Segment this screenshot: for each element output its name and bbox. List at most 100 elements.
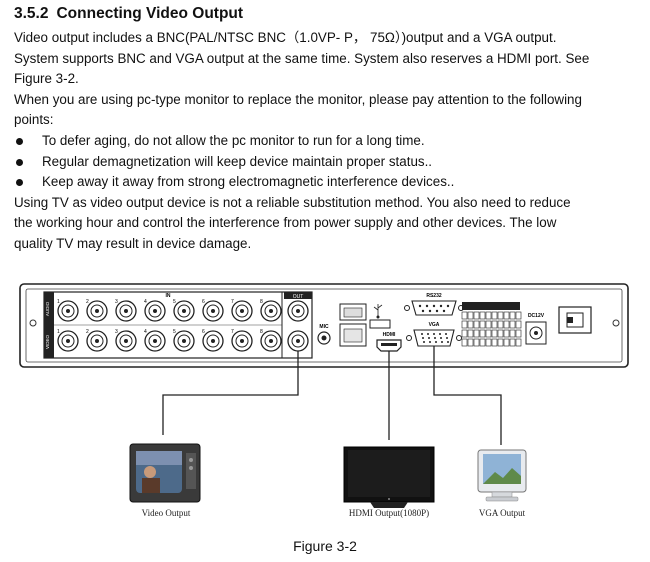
channel-number: 7 xyxy=(231,329,234,335)
section-body: Video output includes a BNC(PAL/NTSC BNC… xyxy=(14,28,644,255)
vga-label: VGA xyxy=(429,322,440,328)
pin xyxy=(421,309,425,313)
video-in-connector[interactable]: 4 xyxy=(144,329,166,352)
channel-number: 6 xyxy=(202,329,205,335)
bullet-item: Regular demagnetization will keep device… xyxy=(14,152,644,173)
audio-in-connector[interactable]: 8 xyxy=(260,299,282,322)
audio-in-connector[interactable]: 4 xyxy=(144,299,166,322)
video-cable xyxy=(162,351,299,435)
vga-pins xyxy=(421,333,449,343)
pin xyxy=(432,304,436,308)
video-in-connector[interactable]: 3 xyxy=(115,329,137,352)
bullet-list: To defer aging, do not allow the pc moni… xyxy=(14,131,644,193)
video-in-connector[interactable]: 7 xyxy=(231,329,253,352)
section-number: 3.5.2 xyxy=(14,5,49,22)
terminal-pin xyxy=(485,329,492,338)
terminal-pin xyxy=(509,329,516,338)
channel-number: 2 xyxy=(86,299,89,305)
audio-in-connector[interactable]: 5 xyxy=(173,299,195,322)
channel-number: 2 xyxy=(86,329,89,335)
hdmi-output-label: HDMI Output(1080P) xyxy=(348,508,430,518)
terminal-pin xyxy=(491,320,498,329)
audio-in-connector[interactable]: 3 xyxy=(115,299,137,322)
pin xyxy=(422,337,424,339)
pin xyxy=(446,304,450,308)
rs232-pins xyxy=(418,304,450,313)
video-in-connector[interactable]: 6 xyxy=(202,329,224,352)
terminal-pin xyxy=(461,338,468,347)
terminal-pin xyxy=(461,329,468,338)
audio-in-connector[interactable]: 6 xyxy=(202,299,224,322)
channel-number: 4 xyxy=(144,329,147,335)
dvr-inner-frame xyxy=(25,288,623,363)
paragraph-line: When you are using pc-type monitor to re… xyxy=(14,91,582,107)
channel-number: 8 xyxy=(260,299,263,305)
mic-label: MIC xyxy=(319,324,329,330)
terminal-pin xyxy=(473,329,480,338)
terminal-pin xyxy=(515,329,522,338)
video-bnc-row: 1 2 3 4 5 6 7 8 xyxy=(57,329,282,352)
video-in-connector[interactable]: 5 xyxy=(173,329,195,352)
paragraph-line: Video output includes a BNC(PAL/NTSC BNC… xyxy=(14,30,557,45)
video-in-connector[interactable]: 1 xyxy=(57,329,79,352)
hdmi-port-pins xyxy=(381,343,397,346)
pin xyxy=(421,333,423,335)
terminal-pin xyxy=(503,320,510,329)
power-switch[interactable] xyxy=(558,306,592,334)
terminal-header xyxy=(462,302,520,310)
usb-icon xyxy=(373,304,383,319)
video-out-connector[interactable] xyxy=(287,330,309,352)
terminal-pin xyxy=(485,320,492,329)
bullet-item: To defer aging, do not allow the pc moni… xyxy=(14,131,644,152)
screw-icon xyxy=(612,319,620,327)
channel-number: 1 xyxy=(57,329,60,335)
audio-out-connector[interactable] xyxy=(287,300,309,322)
audio-in-connector[interactable]: 7 xyxy=(231,299,253,322)
audio-label: AUDIO xyxy=(45,301,50,316)
terminal-pin xyxy=(485,338,492,347)
terminal-pin xyxy=(515,311,522,320)
terminal-pin xyxy=(479,320,486,329)
pin xyxy=(425,304,429,308)
terminal-pin xyxy=(485,311,492,320)
paragraph-line: the working hour and control the interfe… xyxy=(14,215,557,231)
terminal-pin xyxy=(497,338,504,347)
pin xyxy=(447,341,449,343)
crt-tv-icon xyxy=(129,443,201,503)
terminal-pin xyxy=(491,338,498,347)
video-tag xyxy=(44,325,54,358)
audio-tag xyxy=(44,292,54,325)
pin xyxy=(433,333,435,335)
audio-in-connector[interactable]: 2 xyxy=(86,299,108,322)
video-in-connector[interactable]: 8 xyxy=(260,329,282,352)
channel-number: 5 xyxy=(173,299,176,305)
video-in-connector[interactable]: 2 xyxy=(86,329,108,352)
in-label: IN xyxy=(166,293,171,299)
terminal-pin xyxy=(491,311,498,320)
terminal-pin xyxy=(461,320,468,329)
vga-cable xyxy=(433,346,502,445)
terminal-pin xyxy=(467,320,474,329)
mic-jack[interactable] xyxy=(317,331,331,345)
terminal-pin xyxy=(509,338,516,347)
pin xyxy=(445,333,447,335)
terminal-pin xyxy=(515,338,522,347)
audio-in-connector[interactable]: 1 xyxy=(57,299,79,322)
power-jack[interactable] xyxy=(525,321,547,345)
channel-number: 5 xyxy=(173,329,176,335)
terminal-pin xyxy=(509,320,516,329)
vga-monitor-icon xyxy=(477,449,527,502)
channel-number: 6 xyxy=(202,299,205,305)
pin xyxy=(442,309,446,313)
network-port[interactable] xyxy=(339,303,367,347)
alarm-terminal-blocks[interactable] xyxy=(461,302,522,347)
dc12v-label: DC12V xyxy=(528,313,545,319)
terminal-pin xyxy=(467,338,474,347)
usb-port[interactable] xyxy=(369,319,391,329)
terminal-pin xyxy=(479,311,486,320)
hdmi-label: HDMI xyxy=(383,332,396,338)
